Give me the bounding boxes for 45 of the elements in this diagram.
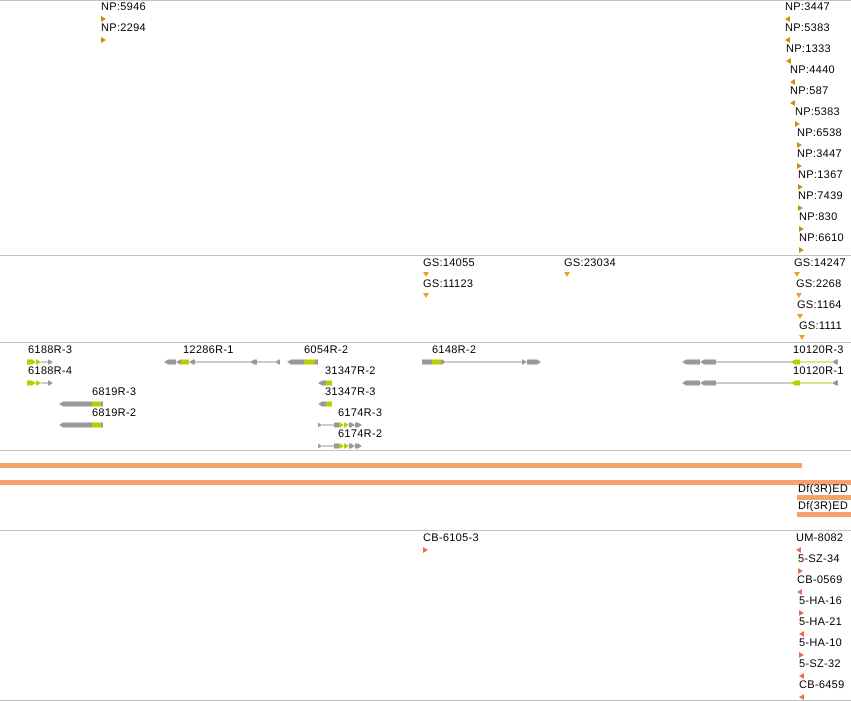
feature-label: Df(3R)ED xyxy=(798,500,848,513)
feature-label: 31347R-3 xyxy=(325,386,376,399)
feature-label: Df(3R)ED xyxy=(798,483,848,496)
feature-label: 6174R-2 xyxy=(338,428,382,441)
feature-label: GS:14247 xyxy=(794,257,846,270)
feature-label: 6819R-3 xyxy=(92,386,136,399)
feature-label: CB-6459 xyxy=(799,679,845,692)
feature-label: GS:1111 xyxy=(799,320,842,333)
feature-label: 5-SZ-32 xyxy=(799,658,841,671)
feature-label: 6188R-3 xyxy=(28,344,72,357)
feature-label: 31347R-2 xyxy=(325,365,376,378)
feature-label: GS:1164 xyxy=(797,299,842,312)
feature-label: 12286R-1 xyxy=(183,344,234,357)
feature-label: NP:3447 xyxy=(785,1,830,14)
feature-label: GS:2268 xyxy=(796,278,842,291)
feature-label: NP:1367 xyxy=(798,169,843,182)
feature-label: NP:4440 xyxy=(790,64,835,77)
feature-label: 10120R-1 xyxy=(793,365,844,378)
feature-label: UM-8082 xyxy=(796,532,844,545)
feature-label: 5-HA-21 xyxy=(799,616,842,629)
feature-label: NP:587 xyxy=(790,85,828,98)
feature-label: NP:1333 xyxy=(786,43,831,56)
feature-label: 10120R-3 xyxy=(793,344,844,357)
feature-label: NP:6610 xyxy=(799,232,844,245)
feature-label: 5-HA-10 xyxy=(799,637,842,650)
feature-label: CB-6105-3 xyxy=(423,532,479,545)
feature-label: 6188R-4 xyxy=(28,365,72,378)
feature-label: GS:14055 xyxy=(423,257,475,270)
feature-label: 6054R-2 xyxy=(304,344,348,357)
feature-label: NP:7439 xyxy=(798,190,843,203)
feature-label: NP:5383 xyxy=(795,106,840,119)
feature-label: 6148R-2 xyxy=(432,344,476,357)
feature-label: 6174R-3 xyxy=(338,407,382,420)
feature-label: 6819R-2 xyxy=(92,407,136,420)
feature-label: GS:23034 xyxy=(564,257,616,270)
feature-label: CB-0569 xyxy=(797,574,843,587)
feature-label: GS:11123 xyxy=(423,278,474,291)
feature-label: 5-HA-16 xyxy=(799,595,842,608)
feature-label: NP:830 xyxy=(799,211,838,224)
feature-label: NP:6538 xyxy=(797,127,842,140)
feature-label: NP:5383 xyxy=(785,22,830,35)
feature-label: NP:3447 xyxy=(797,148,842,161)
feature-label: 5-SZ-34 xyxy=(798,553,840,566)
feature-label: NP:5946 xyxy=(101,1,146,14)
feature-label: NP:2294 xyxy=(101,22,146,35)
